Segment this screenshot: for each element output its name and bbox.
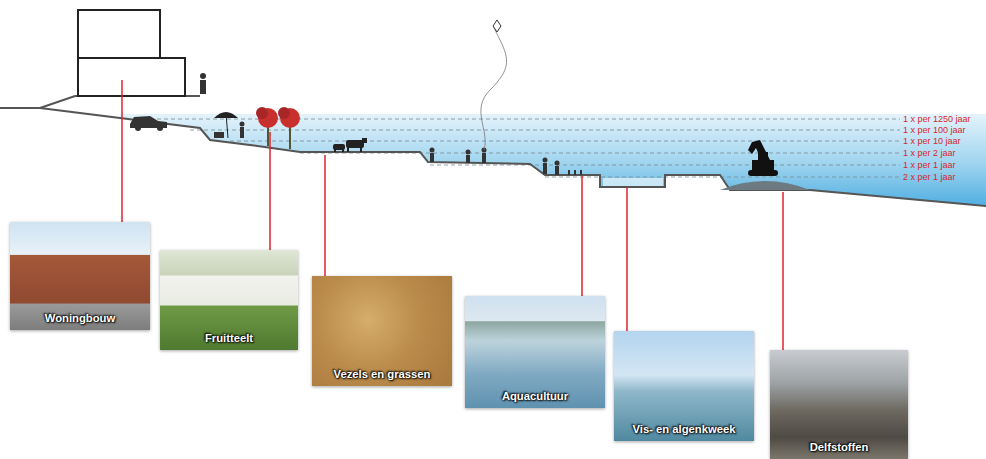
photo-label: Vis- en algenkweek <box>614 422 754 436</box>
photo-label: Woningbouw <box>10 311 150 325</box>
flood-frequency-label: 1 x per 1250 jaar <box>903 114 971 124</box>
photo-label: Delfstoffen <box>770 440 908 454</box>
flood-frequency-label: 1 x per 100 jaar <box>903 125 966 135</box>
photo-box: Aquacultuur <box>465 296 605 408</box>
photo-box: Woningbouw <box>10 222 150 330</box>
photo-box: Fruitteelt <box>160 250 298 350</box>
flood-frequency-label: 1 x per 10 jaar <box>903 136 961 146</box>
flood-frequency-label: 2 x per 1 jaar <box>903 172 956 182</box>
photo-label: Vezels en grassen <box>312 367 452 381</box>
photo-box: Vezels en grassen <box>312 276 452 386</box>
flood-frequency-label: 1 x per 1 jaar <box>903 160 956 170</box>
photo-box: Delfstoffen <box>770 350 908 459</box>
photo-label: Fruitteelt <box>160 331 298 345</box>
photo-box: Vis- en algenkweek <box>614 331 754 441</box>
flood-frequency-label: 1 x per 2 jaar <box>903 148 956 158</box>
photo-label: Aquacultuur <box>465 389 605 403</box>
